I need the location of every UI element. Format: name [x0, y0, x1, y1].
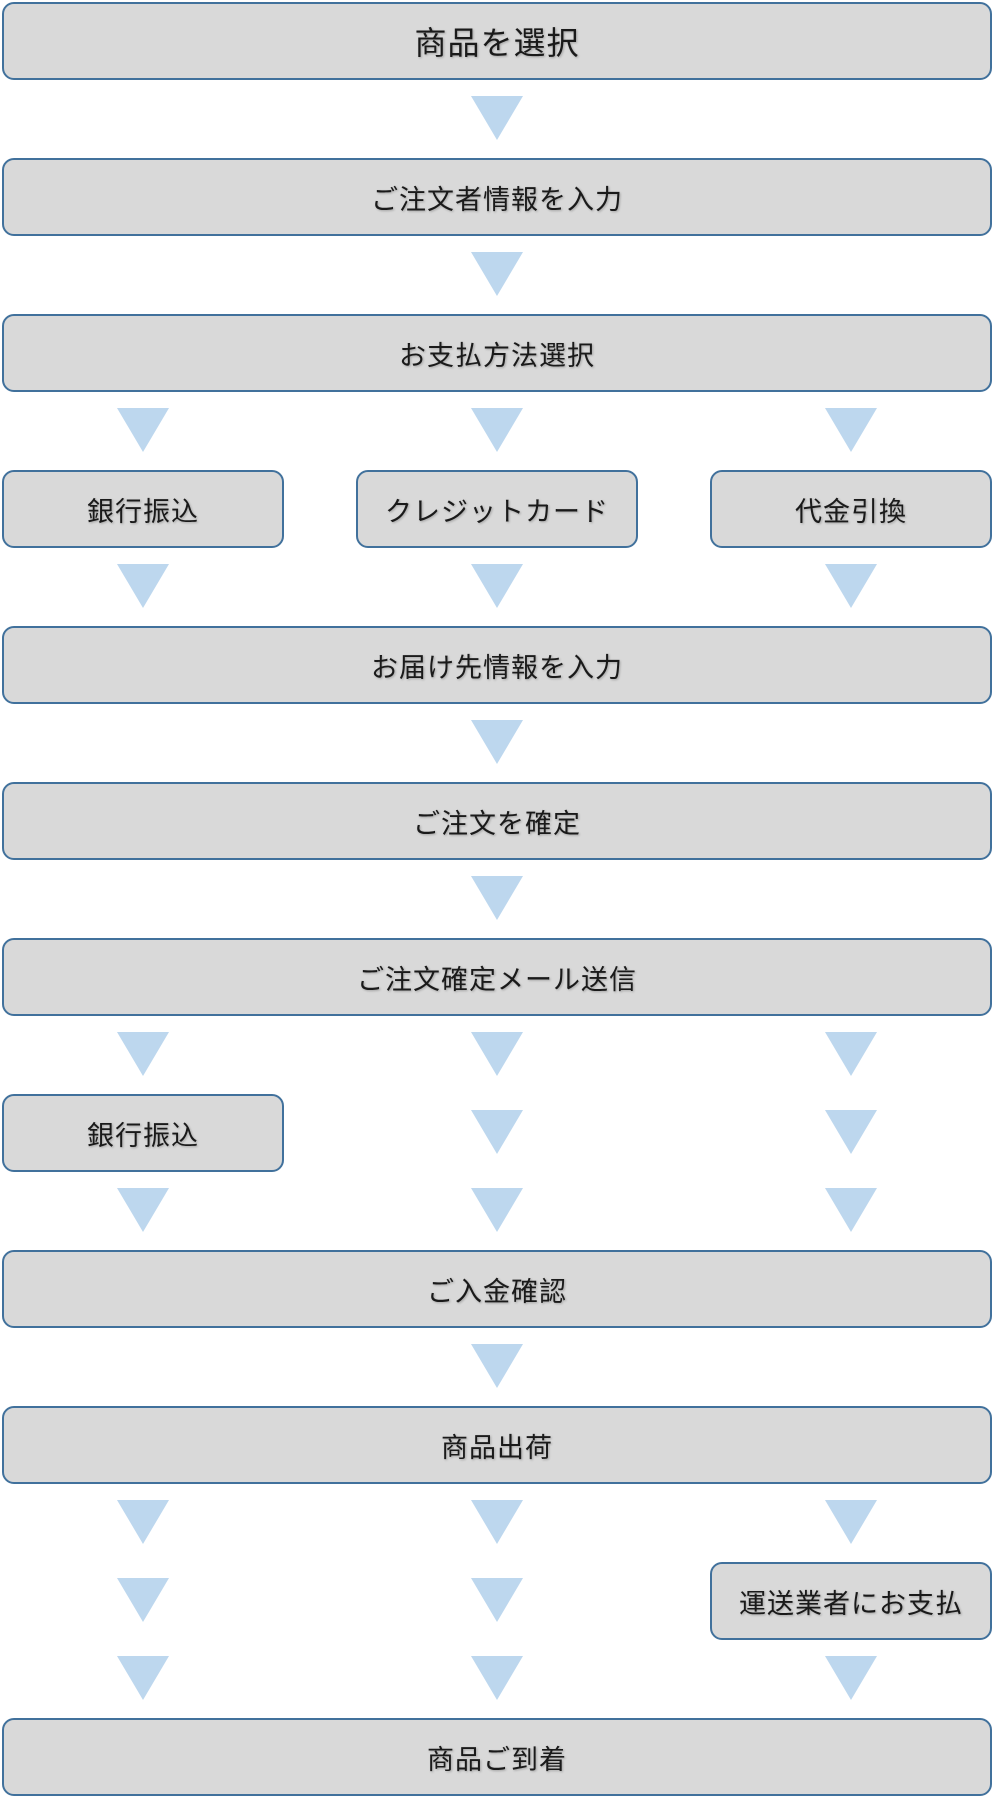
step-label: お届け先情報を入力: [371, 652, 623, 684]
step-product-arrival: 商品ご到着: [2, 1718, 992, 1796]
down-arrow-icon: [117, 1500, 169, 1544]
step-select-payment: お支払方法選択: [2, 314, 992, 392]
step-bank-transfer: 銀行振込: [2, 1094, 284, 1172]
down-arrow-icon: [117, 1032, 169, 1076]
step-confirm-order: ご注文を確定: [2, 782, 992, 860]
option-cash-on-delivery: 代金引換: [710, 470, 992, 548]
step-label: ご注文者情報を入力: [371, 184, 623, 216]
step-label: 運送業者にお支払: [739, 1588, 963, 1620]
step-label: ご注文を確定: [413, 808, 581, 840]
down-arrow-icon: [117, 1188, 169, 1232]
down-arrow-icon: [117, 1578, 169, 1622]
step-label: 銀行振込: [87, 1120, 199, 1152]
down-arrow-icon: [825, 1110, 877, 1154]
down-arrow-icon: [825, 1500, 877, 1544]
down-arrow-icon: [471, 1344, 523, 1388]
step-label: お支払方法選択: [399, 340, 595, 372]
down-arrow-icon: [117, 564, 169, 608]
down-arrow-icon: [471, 252, 523, 296]
down-arrow-icon: [471, 1110, 523, 1154]
down-arrow-icon: [471, 96, 523, 140]
down-arrow-icon: [117, 408, 169, 452]
down-arrow-icon: [471, 1188, 523, 1232]
step-select-product: 商品を選択: [2, 2, 992, 80]
down-arrow-icon: [471, 1500, 523, 1544]
step-enter-delivery-info: お届け先情報を入力: [2, 626, 992, 704]
down-arrow-icon: [825, 1188, 877, 1232]
step-confirm-payment: ご入金確認: [2, 1250, 992, 1328]
step-pay-carrier: 運送業者にお支払: [710, 1562, 992, 1640]
step-label: 商品ご到着: [427, 1744, 567, 1776]
down-arrow-icon: [471, 1656, 523, 1700]
down-arrow-icon: [471, 408, 523, 452]
down-arrow-icon: [825, 1032, 877, 1076]
down-arrow-icon: [471, 1578, 523, 1622]
down-arrow-icon: [471, 720, 523, 764]
option-credit-card: クレジットカード: [356, 470, 638, 548]
down-arrow-icon: [471, 1032, 523, 1076]
down-arrow-icon: [825, 408, 877, 452]
step-label: ご注文確定メール送信: [357, 964, 637, 996]
option-bank-transfer: 銀行振込: [2, 470, 284, 548]
down-arrow-icon: [471, 876, 523, 920]
step-enter-orderer-info: ご注文者情報を入力: [2, 158, 992, 236]
down-arrow-icon: [471, 564, 523, 608]
step-label: ご入金確認: [427, 1276, 567, 1308]
step-send-confirmation-mail: ご注文確定メール送信: [2, 938, 992, 1016]
step-label: 銀行振込: [87, 496, 199, 528]
down-arrow-icon: [825, 1656, 877, 1700]
down-arrow-icon: [825, 564, 877, 608]
step-label: クレジットカード: [385, 496, 609, 528]
step-label: 代金引換: [795, 496, 907, 528]
down-arrow-icon: [117, 1656, 169, 1700]
step-label: 商品出荷: [441, 1432, 553, 1464]
step-label: 商品を選択: [414, 24, 580, 62]
step-ship-product: 商品出荷: [2, 1406, 992, 1484]
